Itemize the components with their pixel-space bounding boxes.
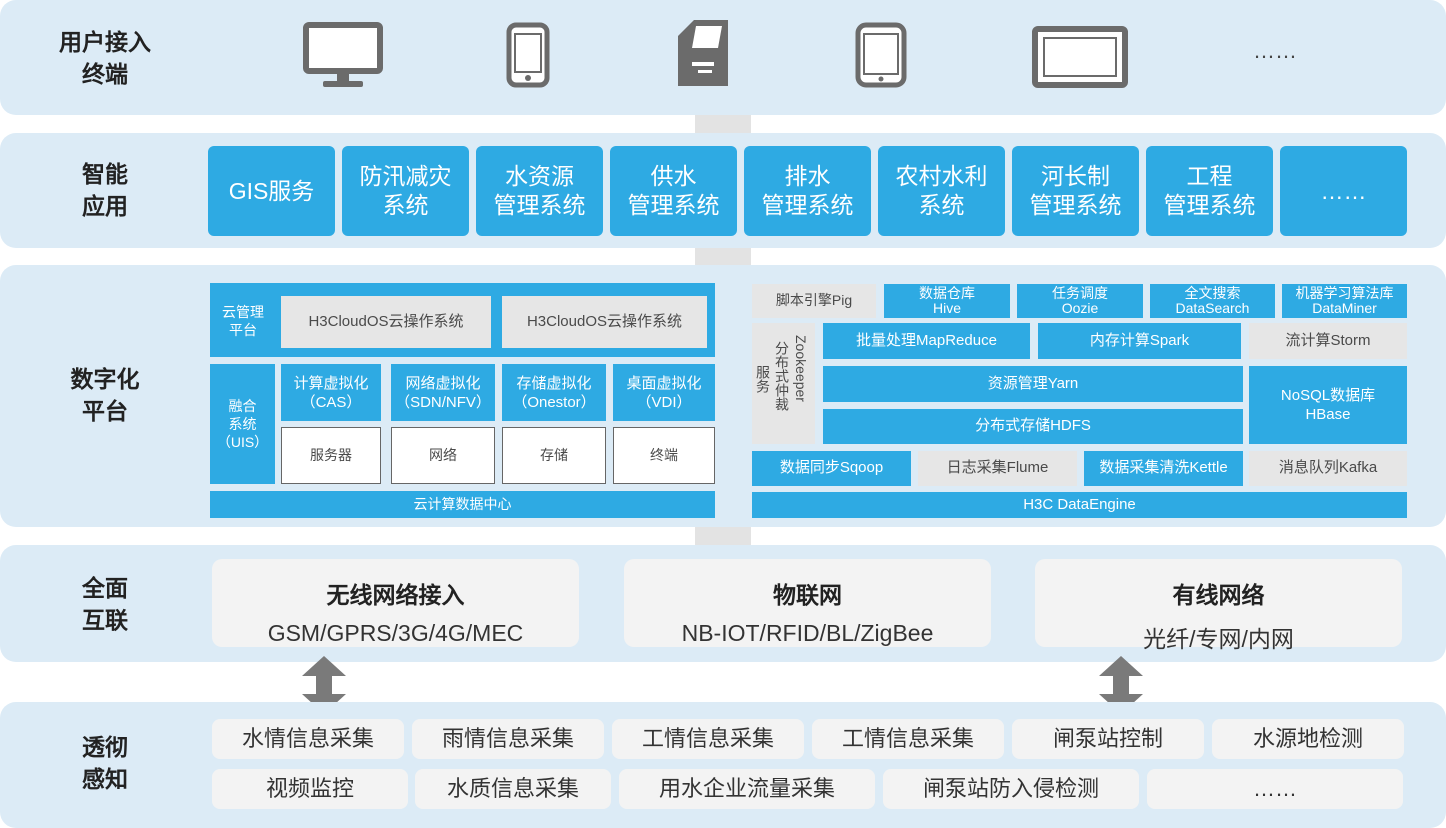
perception-item[interactable]: ……	[1147, 769, 1403, 809]
hw-terminal[interactable]: 终端	[613, 427, 715, 484]
virt-storage[interactable]: 存储虚拟化 （Onestor）	[502, 364, 606, 421]
network-iot-title: 物联网	[773, 582, 842, 608]
hw-network[interactable]: 网络	[391, 427, 495, 484]
bd-flume[interactable]: 日志采集Flume	[918, 451, 1077, 486]
virt-desktop[interactable]: 桌面虚拟化 （VDI）	[613, 364, 715, 421]
perception-item[interactable]: 工情信息采集	[812, 719, 1004, 759]
bd-hive[interactable]: 数据仓库 Hive	[884, 284, 1010, 318]
virt-network[interactable]: 网络虚拟化 （SDN/NFV）	[391, 364, 495, 421]
bd-dataengine-footer: H3C DataEngine	[752, 492, 1407, 518]
bd-zk-service: 服务	[755, 365, 771, 393]
row-label-digital: 数字化 平台	[70, 366, 140, 424]
perception-item[interactable]: 闸泵站防入侵检测	[883, 769, 1139, 809]
perception-item[interactable]: 用水企业流量采集	[619, 769, 875, 809]
kiosk-terminal-icon	[674, 18, 732, 88]
network-wireless[interactable]: 无线网络接入 GSM/GPRS/3G/4G/MEC	[212, 559, 579, 647]
connector-3	[695, 526, 751, 546]
double-arrow-icon-left	[302, 656, 346, 714]
bd-dataminer[interactable]: 机器学习算法库 DataMiner	[1282, 284, 1407, 318]
perception-item[interactable]: 闸泵站控制	[1012, 719, 1204, 759]
perception-item[interactable]: 雨情信息采集	[412, 719, 604, 759]
large-display-icon	[1032, 26, 1128, 88]
hw-storage[interactable]: 存储	[502, 427, 606, 484]
bd-spark[interactable]: 内存计算Spark	[1038, 323, 1241, 359]
virt-compute[interactable]: 计算虚拟化 （CAS）	[281, 364, 381, 421]
app-rural-water[interactable]: 农村水利 系统	[878, 146, 1005, 236]
hw-server[interactable]: 服务器	[281, 427, 381, 484]
bd-kettle[interactable]: 数据采集清洗Kettle	[1084, 451, 1243, 486]
bd-mapreduce[interactable]: 批量处理MapReduce	[823, 323, 1030, 359]
cloud-datacenter-footer: 云计算数据中心	[210, 491, 715, 518]
tablet-icon	[855, 22, 907, 88]
double-arrow-icon-right	[1099, 656, 1143, 714]
bd-yarn[interactable]: 资源管理Yarn	[823, 366, 1243, 402]
perception-item[interactable]: 工情信息采集	[612, 719, 804, 759]
bd-zk-arbitration: 分布式仲裁	[774, 341, 790, 411]
bd-datasearch[interactable]: 全文搜索 DataSearch	[1150, 284, 1275, 318]
connector-2	[695, 247, 751, 267]
app-water-supply[interactable]: 供水 管理系统	[610, 146, 737, 236]
app-river-chief[interactable]: 河长制 管理系统	[1012, 146, 1139, 236]
cloud-os-1[interactable]: H3CloudOS云操作系统	[281, 296, 491, 348]
app-engineering[interactable]: 工程 管理系统	[1146, 146, 1273, 236]
terminal-more: ……	[1253, 38, 1297, 63]
app-water-resource[interactable]: 水资源 管理系统	[476, 146, 603, 236]
perception-item[interactable]: 水情信息采集	[212, 719, 404, 759]
app-more[interactable]: ……	[1280, 146, 1407, 236]
uis-label: 融合 系统 （UIS）	[210, 364, 275, 484]
bd-zk-name: Zookeeper	[793, 335, 809, 402]
network-wired[interactable]: 有线网络 光纤/专网/内网	[1035, 559, 1402, 652]
app-drainage[interactable]: 排水 管理系统	[744, 146, 871, 236]
bd-kafka[interactable]: 消息队列Kafka	[1249, 451, 1407, 486]
cloud-os-2[interactable]: H3CloudOS云操作系统	[502, 296, 707, 348]
network-iot[interactable]: 物联网 NB-IOT/RFID/BL/ZigBee	[624, 559, 991, 647]
network-wired-sub: 光纤/专网/内网	[1143, 626, 1294, 652]
desktop-monitor-icon	[303, 22, 383, 90]
row-label-terminal: 用户接入 终端	[59, 29, 151, 87]
perception-item[interactable]: 水源地检测	[1212, 719, 1404, 759]
smartphone-icon	[506, 22, 550, 88]
bd-storm[interactable]: 流计算Storm	[1249, 323, 1407, 359]
row-label-connect: 全面 互联	[82, 575, 128, 633]
row-label-perceive: 透彻 感知	[82, 734, 128, 792]
perception-item[interactable]: 水质信息采集	[415, 769, 611, 809]
bd-hbase[interactable]: NoSQL数据库 HBase	[1249, 366, 1407, 444]
network-wireless-sub: GSM/GPRS/3G/4G/MEC	[267, 620, 524, 646]
connector-1	[695, 115, 751, 135]
network-wireless-title: 无线网络接入	[326, 582, 465, 608]
bd-pig[interactable]: 脚本引擎Pig	[752, 284, 876, 318]
app-gis[interactable]: GIS服务	[208, 146, 335, 236]
network-wired-title: 有线网络	[1172, 582, 1265, 608]
perception-item[interactable]: 视频监控	[212, 769, 408, 809]
row-label-smart: 智能 应用	[82, 161, 128, 219]
bd-oozie[interactable]: 任务调度 Oozie	[1017, 284, 1143, 318]
bd-sqoop[interactable]: 数据同步Sqoop	[752, 451, 911, 486]
app-flood[interactable]: 防汛减灾 系统	[342, 146, 469, 236]
cloud-mgmt-label: 云管理 平台	[222, 304, 264, 338]
bd-zookeeper[interactable]: 服务 分布式仲裁 Zookeeper	[752, 323, 815, 444]
network-iot-sub: NB-IOT/RFID/BL/ZigBee	[681, 620, 934, 646]
bd-hdfs[interactable]: 分布式存储HDFS	[823, 409, 1243, 444]
